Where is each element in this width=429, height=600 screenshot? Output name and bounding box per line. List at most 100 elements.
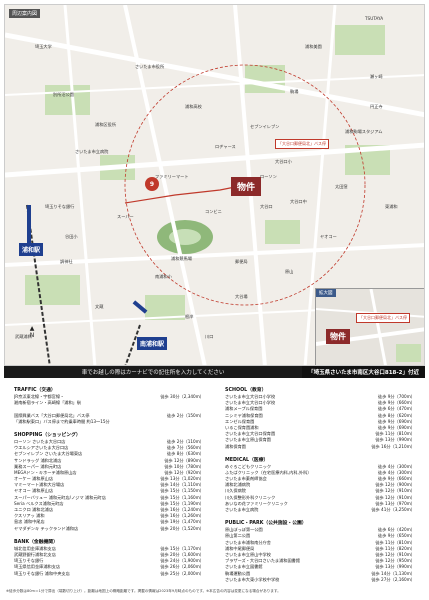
public-walk-distance: 徒歩 11分（820m） [375,545,415,551]
school-row: 浦和メープル保育園徒歩 6分（470m） [225,406,415,412]
bank-row: 埼玉りそな銀行徒歩 24分（1,900m） [14,558,204,564]
school-facility-name: ニシミヤ浦和保育園 [225,412,263,418]
car-navi-note: 車でお越しの際はカーナビでの記住所を入力してください [81,370,225,376]
public-walk-distance: 徒歩 12分（950m） [375,558,415,564]
bank-facility-name: 埼玉りそな銀行 [14,558,44,564]
shopping-walk-distance: 徒歩 15分（1,150m） [160,488,204,494]
shopping-list: ローソン さいたま大谷口店徒歩 2分（110m）ウエルシアさいたま大谷口店徒歩 … [14,439,204,532]
park-block [25,275,80,305]
shopping-row: マミーマート浦和大谷場店徒歩 14分（1,110m） [14,482,204,488]
school-row: さいたま市立大谷口小学校 徒歩 9分（660m） [225,400,415,406]
traffic-facility-name: 国際興業バス「大谷口郵便局北」バス停 [14,412,90,418]
shopping-row: ローソン さいたま大谷口店徒歩 2分（110m） [14,439,204,445]
shopping-row: オーケー 浦和原山店徒歩 13分（1,020m） [14,476,204,482]
map-label: 浦和美園 [305,44,322,49]
map-label: 川口 [205,334,214,339]
traffic-row: 湘南新宿ライン・高崎線「浦和」駅 [14,400,204,406]
map-label: 調神社 [60,259,73,264]
shopping-walk-distance: 徒歩 13分（1,020m） [160,476,204,482]
bank-facility-name: 埼玉県信用金庫浦和支店 [14,564,61,570]
traffic-title: TRAFFIC（交通） [14,388,56,393]
medical-walk-distance: 徒歩 4分（300m） [377,469,415,475]
map-label: 武蔵浦和 [15,334,32,339]
map-range-label: 周辺案内図 [9,9,41,18]
medical-facility-name: 川久保病院 [225,488,246,494]
public-facility-name: さいたま市大東小学校中学校 [225,576,280,582]
medical-list: めぐろこどもクリニック徒歩 4分（300m）ふたばクリニック（在宅医療内科,内科… [225,464,415,514]
bank-row: 武蔵野銀行浦和北支店徒歩 20分（1,600m） [14,552,204,558]
public-row: さいたま市立図書館徒歩 13分（990m） [225,564,415,570]
address-notebar: 車でお越しの際はカーナビでの記住所を入力してください 「埼玉県さいたま市南区大谷… [4,366,425,378]
school-row: さいたま市立大谷口小学校徒歩 9分（700m） [225,394,415,400]
traffic-facility-name: JR京浜東北線・宇都宮線・ [14,394,65,399]
shopping-facility-name: セブンイレブン さいたま大谷場東店 [14,451,83,457]
school-walk-distance: 徒歩 8分（620m） [377,412,415,418]
map-label: 文蔵 [95,304,104,309]
public-walk-distance: 徒歩 9分（650m） [377,533,415,539]
traffic-row: 「浦和駅東口」バス停まで約乗車時間 約13〜15分 [14,419,204,425]
school-row: さいたま市立大谷口保育園徒歩 11分（810m） [225,431,415,437]
road [63,5,97,365]
map-label: コンビニ [205,209,222,214]
traffic-facility-name: 湘南新宿ライン・高崎線「浦和」駅 [14,400,82,406]
map-label: 埼玉大学 [35,44,52,49]
traffic-walk-distance: 徒歩 2分（150m） [166,412,204,418]
public-walk-distance: 徒歩 6分（420m） [377,527,415,533]
school-list: さいたま市立大谷口小学校徒歩 9分（700m）さいたま市立大谷口小学校徒歩 9分… [225,394,415,450]
school-walk-distance: 徒歩 9分（690m） [377,424,415,430]
shopping-walk-distance: 徒歩 15分（1,160m） [160,494,204,500]
school-facility-name: いるこ保育園浦和 [225,424,259,430]
map-label: 浦和競馬場 [171,256,192,261]
school-walk-distance: 徒歩 9分（660m） [377,400,415,406]
shopping-walk-distance: 徒歩 16分（1,260m） [160,513,204,519]
route-line [124,184,246,204]
map-label: 東浦和 [385,204,398,209]
park-block [45,85,90,115]
medical-facility-name: さいたま市薬剤師協会 [225,476,267,482]
shopping-walk-distance: 徒歩 12分（890m） [164,457,204,463]
medical-row: あいなの花ファミリークリニック徒歩 13分（970m） [225,501,415,507]
road [303,5,337,365]
school-row: いるこ保育園浦和 徒歩 9分（690m） [225,425,415,431]
medical-walk-distance: 徒歩 12分（910m） [375,494,415,500]
road [5,74,424,96]
shopping-facility-name: Seria ベルクス浦和元町店 [14,500,64,506]
bank-walk-distance: 徒歩 25分（2,000m） [160,570,204,576]
bank-facility-name: 武蔵野銀行浦和北支店 [14,551,56,557]
public-row: さいたま市立原山中学校徒歩 12分（910m） [225,552,415,558]
bank-walk-distance: 徒歩 15分（1,170m） [160,545,204,551]
medical-facility-name: ふたばクリニック（在宅医療内科,内科,外科） [225,469,312,475]
medical-facility-name: さいたま市立病院 [225,507,259,512]
public-row: 原山ぽっぽ第一公園徒歩 6分（420m） [225,527,415,533]
map-label: スーパー [117,214,134,219]
inset-background [316,289,424,365]
inset-bus-stop-callout: 「大谷口郵便局北」バス停 [356,313,410,323]
school-title: SCHOOL（教育） [225,388,267,393]
school-row: エンゼル保育園徒歩 9分（690m） [225,419,415,425]
map-label: 浦和高校 [185,104,202,109]
shopping-row: ヤオコー 浦和原山店徒歩 15分（1,150m） [14,488,204,494]
map-label: 郵便局 [235,259,248,264]
facility-list: TRAFFIC（交通） JR京浜東北線・宇都宮線・徒歩 30分（2,340m）湘… [14,384,419,584]
shopping-row: サンドラッグ 浦和北浦店徒歩 12分（890m） [14,458,204,464]
bank-title: BANK（金融機関） [14,539,58,545]
medical-walk-distance: 徒歩 4分（300m） [377,463,415,469]
public-walk-distance: 徒歩 11分（810m） [375,539,415,545]
school-facility-name: エンゼル保育園 [225,418,255,424]
property-marker: 物件 [231,177,262,196]
school-facility-name: さいたま市立大谷口小学校 [225,400,276,406]
shopping-walk-distance: 徒歩 8分（630m） [166,451,204,457]
map-label: ロヂャース [215,144,236,149]
area-map: 周辺案内図 TSUTAYA 埼玉大学 別所沼公園 さいたま市役所 浦和区役所 浦… [4,4,425,366]
shopping-facility-name: マミーマート浦和大谷場店 [14,482,65,488]
medical-row: さいたま市薬剤師協会徒歩 9分（660m） [225,476,415,482]
north-arrow-icon: ▲N [29,325,35,339]
shopping-facility-name: 業務スーパー 浦和元町店 [14,463,62,469]
public-walk-distance: 徒歩 12分（910m） [375,551,415,557]
bank-facility-name: 城北信用金庫浦和支店 [14,545,56,551]
map-label: 埼玉りそな銀行 [45,204,75,209]
medical-facility-name: あいなの花ファミリークリニック [225,500,288,506]
park-block [265,220,300,244]
medical-walk-distance: 徒歩 12分（900m） [375,482,415,488]
map-label: セブンイレブン [250,124,280,129]
